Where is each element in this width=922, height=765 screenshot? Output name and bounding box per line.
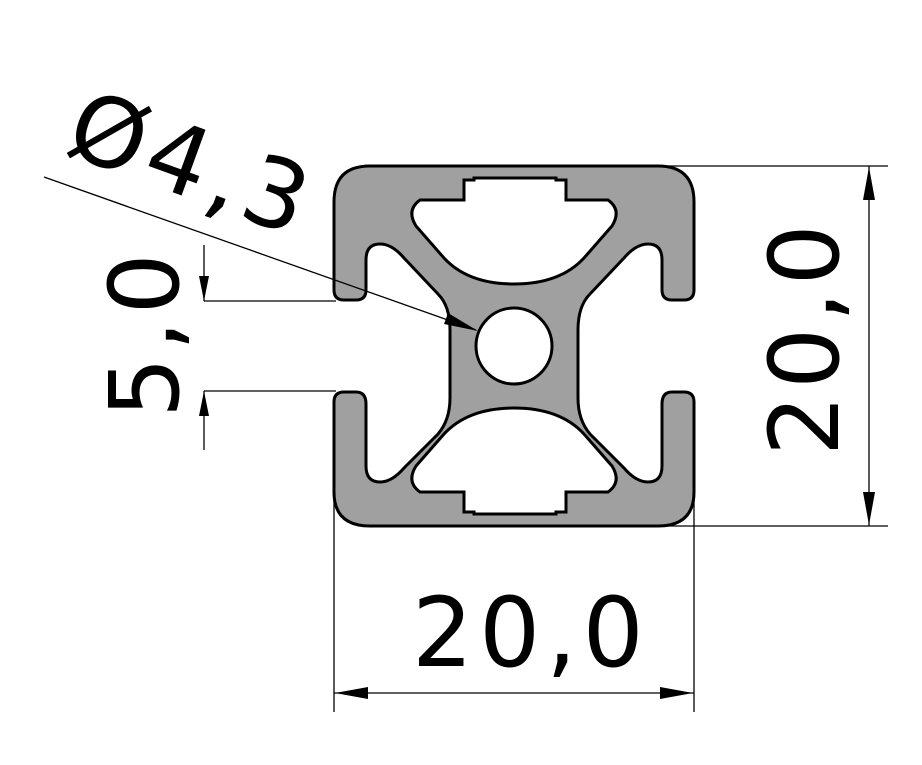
- slot-arrow-top: [199, 276, 209, 301]
- height-label: 20,0: [749, 218, 861, 456]
- height-arrow-bottom: [863, 492, 875, 525]
- height-arrow-top: [863, 167, 875, 200]
- slot-width-label: 5,0: [89, 247, 201, 418]
- slot-arrow-bottom: [199, 391, 209, 416]
- width-arrow-right: [660, 687, 693, 699]
- width-arrow-left: [335, 687, 368, 699]
- hole-diameter-label: Ø4,3: [54, 68, 329, 260]
- diameter-arrowhead: [444, 313, 478, 331]
- profile-cross-section: [332, 164, 696, 528]
- width-label: 20,0: [412, 577, 650, 689]
- diameter-leader-line: [43, 176, 477, 331]
